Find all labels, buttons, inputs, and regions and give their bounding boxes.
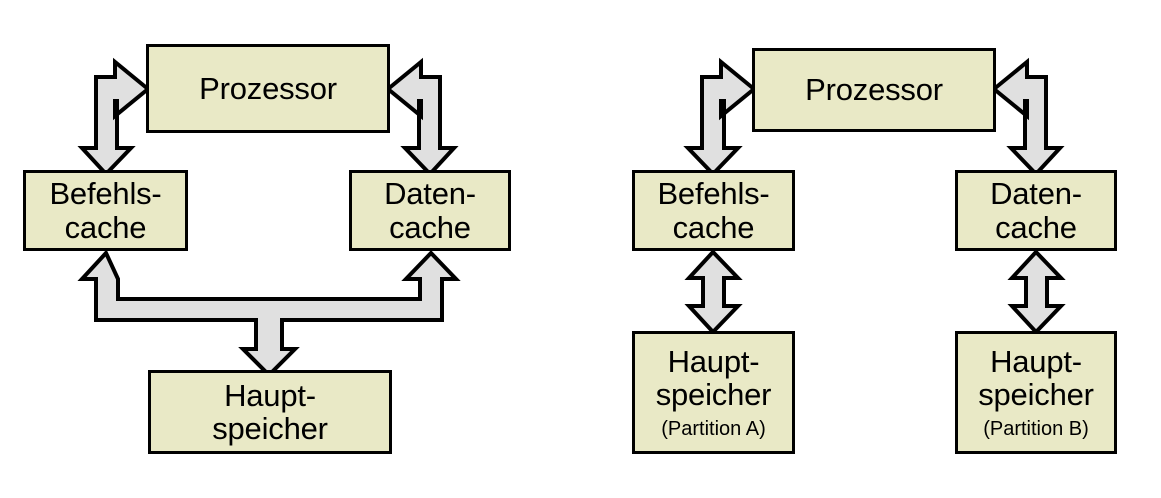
right-node-main-memory-b-label: Haupt- speicher	[978, 343, 1094, 412]
right-node-instruction-cache[interactable]: Befehls- cache	[632, 170, 795, 251]
left-node-instruction-cache-label: Befehls- cache	[49, 176, 162, 245]
left-node-main-memory-label: Haupt- speicher	[212, 377, 328, 446]
connector-processor-data-cache-right	[990, 57, 1065, 177]
connector-processor-instruction-cache-left	[77, 57, 152, 177]
connector-processor-data-cache-left	[384, 57, 459, 177]
right-node-main-memory-a-label: Haupt- speicher	[655, 343, 772, 412]
left-node-data-cache-label: Daten- cache	[384, 176, 476, 245]
right-node-instruction-cache-label: Befehls- cache	[657, 176, 770, 245]
left-node-main-memory[interactable]: Haupt- speicher	[148, 370, 392, 454]
connector-instruction-cache-memory-a	[684, 249, 743, 335]
right-node-data-cache[interactable]: Daten- cache	[955, 170, 1117, 251]
connector-data-cache-memory-b	[1007, 249, 1066, 335]
right-node-main-memory-b[interactable]: Haupt- speicher (Partition B)	[955, 331, 1117, 454]
right-node-main-memory-a[interactable]: Haupt- speicher (Partition A)	[632, 331, 795, 454]
left-node-instruction-cache[interactable]: Befehls- cache	[23, 170, 188, 251]
right-node-main-memory-a-sublabel: (Partition A)	[661, 418, 766, 441]
right-node-processor[interactable]: Prozessor	[752, 48, 996, 132]
left-node-processor[interactable]: Prozessor	[146, 44, 390, 133]
right-node-main-memory-b-sublabel: (Partition B)	[983, 418, 1089, 441]
right-node-data-cache-label: Daten- cache	[990, 176, 1082, 245]
right-node-processor-label: Prozessor	[805, 72, 943, 108]
connector-processor-instruction-cache-right	[683, 57, 758, 177]
left-node-processor-label: Prozessor	[199, 70, 337, 106]
left-node-data-cache[interactable]: Daten- cache	[349, 170, 511, 251]
connector-caches-main-memory-left	[77, 249, 461, 378]
